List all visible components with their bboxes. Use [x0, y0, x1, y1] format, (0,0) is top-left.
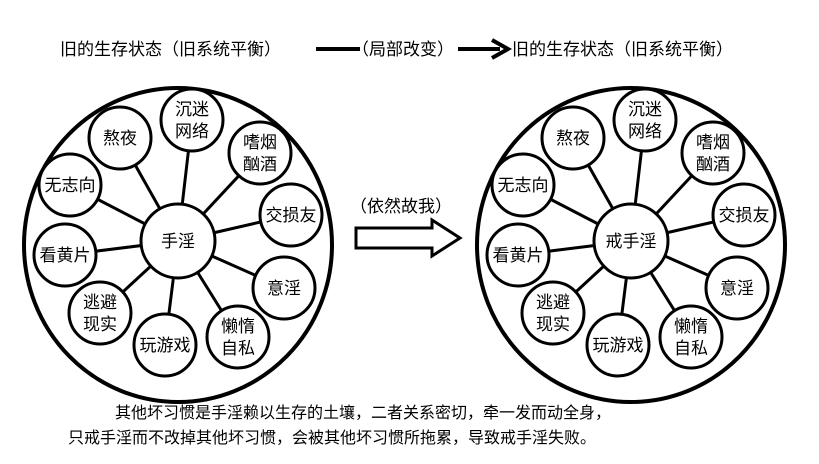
habit-node	[251, 255, 317, 321]
habit-label: 网络	[628, 122, 662, 142]
habit-label: 意淫	[720, 279, 754, 299]
habit-label: 懒惰	[674, 317, 708, 337]
habit-label: 懒惰	[221, 317, 255, 337]
habit-label: 自私	[674, 339, 708, 359]
habit-node	[612, 87, 678, 153]
habit-node	[540, 105, 606, 171]
habit-label: 逃避	[536, 293, 570, 313]
hub-label: 戒手淫	[606, 232, 657, 252]
habit-node	[132, 312, 198, 378]
habit-label: 酗酒	[243, 155, 277, 175]
habit-node	[227, 120, 293, 186]
habit-label: 嗜烟	[243, 133, 277, 153]
habit-label: 交损友	[266, 206, 317, 226]
habit-label: 熬夜	[103, 128, 137, 149]
footer-line-2: 只戒手淫而不改掉其他坏习惯，会被其他坏习惯所拖累，导致戒手淫失败。	[68, 428, 596, 447]
habit-node	[490, 152, 556, 218]
habit-node	[67, 280, 133, 346]
solid-arrow-icon	[458, 38, 513, 60]
hollow-arrow-icon	[354, 217, 463, 259]
habit-label: 嗜烟	[696, 133, 730, 153]
habit-node	[205, 304, 271, 370]
habit-label: 交损友	[719, 206, 770, 226]
habit-label: 酗酒	[696, 155, 730, 175]
habit-label: 沉迷	[175, 100, 209, 120]
habit-label: 看黄片	[40, 246, 91, 266]
habit-label: 现实	[536, 315, 570, 335]
hub-label: 手淫	[161, 232, 195, 252]
habit-label: 沉迷	[628, 100, 662, 120]
habit-label: 网络	[175, 122, 209, 142]
habit-label: 玩游戏	[140, 336, 191, 356]
habit-node	[87, 105, 153, 171]
middle-label: （依然故我）	[350, 197, 452, 217]
habit-label: 意淫	[267, 279, 301, 299]
old-state-right-label: 旧的生存状态（旧系统平衡）	[512, 40, 733, 60]
habit-node	[258, 182, 324, 248]
habit-label: 无志向	[45, 176, 96, 196]
change-label: （局部改变）	[352, 40, 454, 60]
habit-label: 逃避	[83, 293, 117, 313]
habit-label: 玩游戏	[593, 336, 644, 356]
habit-label: 无志向	[498, 176, 549, 196]
habit-node	[32, 222, 98, 288]
hub-node	[139, 202, 217, 280]
habit-node	[585, 312, 651, 378]
habit-node	[485, 222, 551, 288]
footer-line-1: 其他坏习惯是手淫赖以生存的土壤，二者关系密切，牵一发而动全身，	[115, 403, 611, 422]
old-state-left-label: 旧的生存状态（旧系统平衡）	[60, 40, 281, 60]
habit-node	[520, 280, 586, 346]
habit-label: 现实	[83, 315, 117, 335]
habit-node	[711, 182, 777, 248]
habit-label: 看黄片	[493, 246, 544, 266]
habit-node	[159, 87, 225, 153]
habit-node	[37, 152, 103, 218]
habit-node	[704, 255, 770, 321]
habit-label: 熬夜	[556, 128, 590, 149]
hub-node	[592, 202, 670, 280]
habit-node	[658, 304, 724, 370]
habit-node	[680, 120, 746, 186]
habit-label: 自私	[221, 339, 255, 359]
